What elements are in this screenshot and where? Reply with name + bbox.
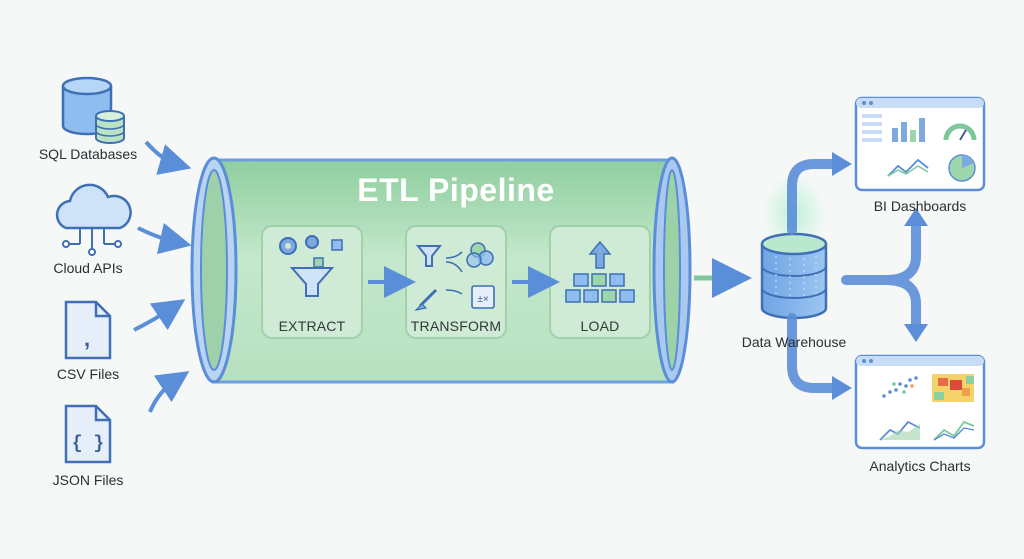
source-label-cloud: Cloud APIs [53,260,123,276]
stage-label-transform: TRANSFORM [410,318,502,334]
source-label-json: JSON Files [52,472,124,488]
stage-label-load: LOAD [580,318,620,334]
warehouse-icon [760,232,828,320]
stage-label-extract: EXTRACT [278,318,346,334]
output-label-dashboards: BI Dashboards [873,198,967,214]
csv-file-icon: , [64,300,112,360]
source-label-sql: SQL Databases [38,146,138,162]
database-icon [61,76,125,144]
gear-funnel-icon [279,235,343,297]
transform-icon: ±× [414,242,495,311]
stage-transform: ±× [405,225,507,339]
load-blocks-icon [565,240,635,303]
stage-extract [261,225,363,339]
svg-text:,: , [84,326,90,351]
heatmap-grid [932,374,974,402]
json-file-icon: { } [64,404,112,464]
output-arrowheads [832,152,928,400]
output-arrows [787,159,921,393]
analytics-icon [854,354,986,450]
source-label-csv: CSV Files [56,366,120,382]
output-label-analytics: Analytics Charts [869,458,971,474]
pipeline-title: ETL Pipeline [357,172,555,208]
svg-text:±×: ±× [477,294,488,305]
dashboard-icon [854,96,986,192]
stage-load [549,225,651,339]
cloud-icon [55,183,132,256]
svg-text:{ }: { } [72,434,104,454]
warehouse-label: Data Warehouse [741,334,847,350]
source-arrows [133,140,192,413]
